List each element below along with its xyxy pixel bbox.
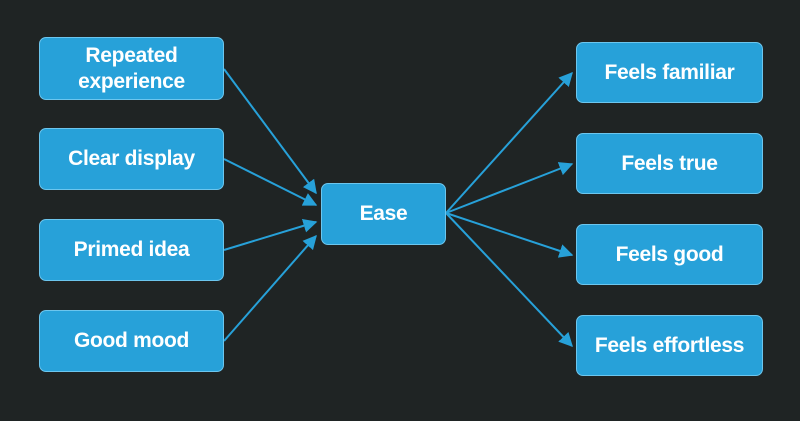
node-label: Good mood: [73, 329, 190, 352]
node-ease: Ease: [321, 183, 446, 245]
arrow-ease-to-familiar: [445, 71, 573, 214]
node-label: Repeated experience: [78, 43, 185, 93]
arrow-repeated-to-ease: [223, 68, 317, 195]
node-label: Feels familiar: [604, 60, 735, 84]
arrow-primed-to-ease: [223, 218, 318, 251]
arrow-ease-to-good: [445, 212, 574, 258]
node-feels-familiar: Feels familiar: [576, 42, 763, 103]
arrow-clear-to-ease: [223, 158, 318, 206]
node-label: Feels effortless: [594, 333, 745, 357]
node-feels-effortless: Feels effortless: [576, 315, 763, 376]
node-feels-true: Feels true: [576, 133, 763, 194]
node-label: Ease: [359, 202, 408, 225]
node-label: Primed idea: [73, 238, 190, 261]
node-good-mood: Good mood: [39, 310, 224, 372]
arrow-ease-to-effortless: [445, 212, 573, 348]
node-label: Feels good: [615, 242, 724, 266]
node-repeated-experience: Repeated experience: [39, 37, 224, 100]
node-feels-good: Feels good: [576, 224, 763, 285]
node-label: Feels true: [621, 151, 718, 175]
node-primed-idea: Primed idea: [39, 219, 224, 281]
arrow-ease-to-true: [445, 162, 574, 214]
node-label: Clear display: [68, 147, 195, 170]
node-clear-display: Clear display: [39, 128, 224, 190]
arrow-mood-to-ease: [223, 234, 317, 342]
